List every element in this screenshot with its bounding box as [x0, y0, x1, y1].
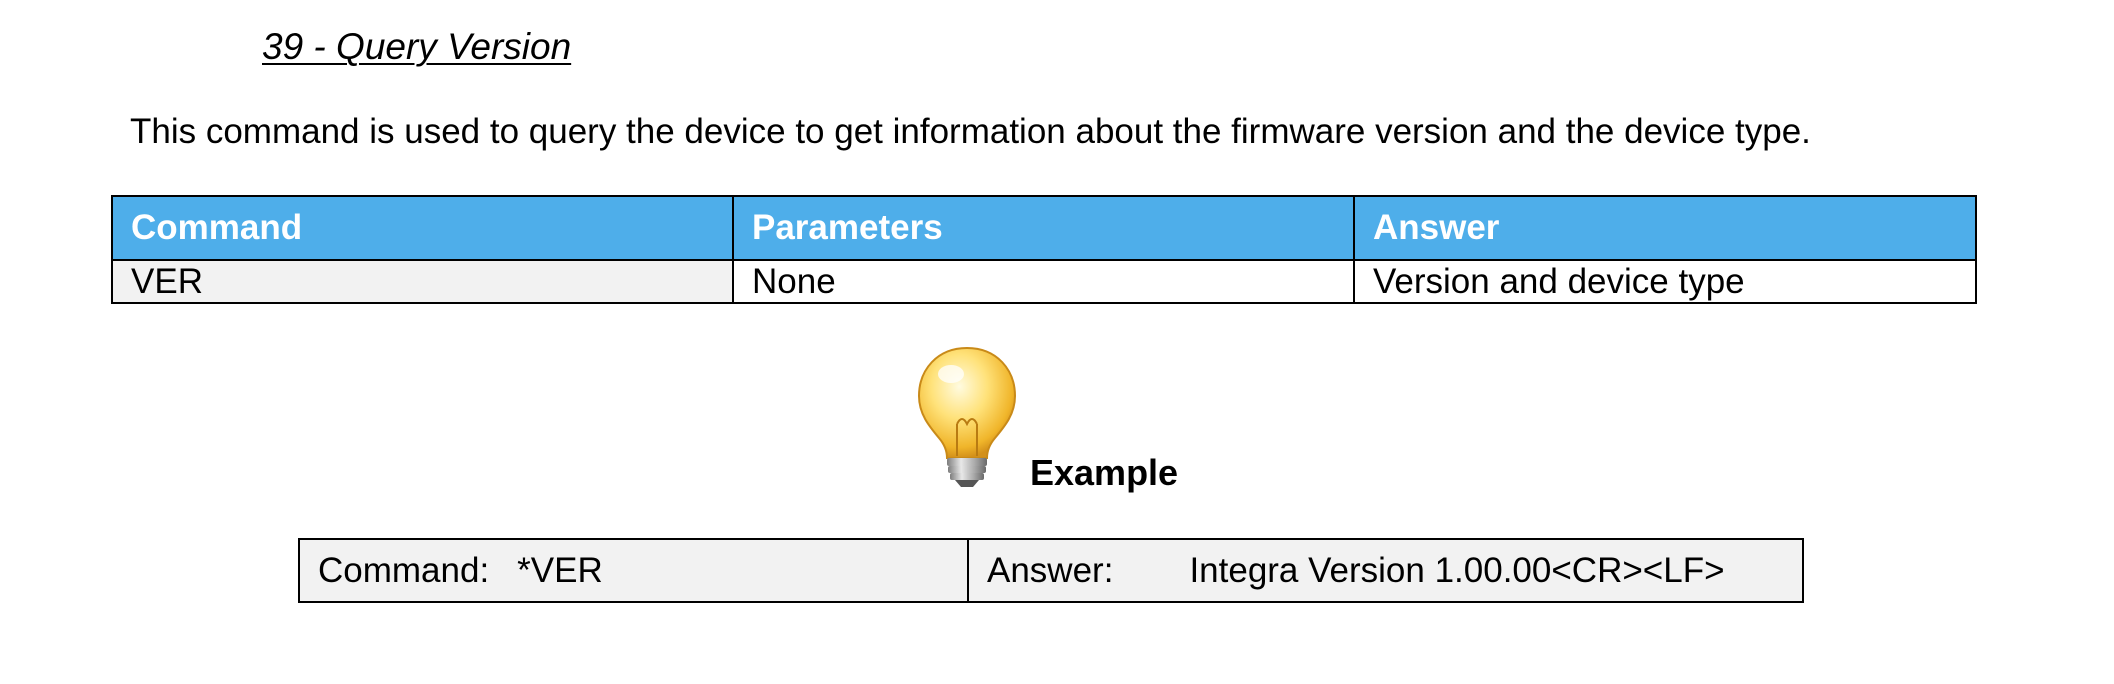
- command-table: Command Parameters Answer VER None Versi…: [111, 195, 1977, 304]
- example-answer-value: Integra Version 1.00.00<CR><LF>: [1189, 550, 1725, 590]
- cell-answer: Version and device type: [1353, 259, 1977, 304]
- example-answer-key: Answer:: [987, 550, 1114, 590]
- example-label: Example: [1030, 452, 1179, 493]
- example-command-value: *VER: [517, 550, 603, 590]
- cell-command: VER: [111, 259, 734, 304]
- example-command-cell: Command: *VER: [300, 540, 969, 601]
- cell-parameters: None: [732, 259, 1355, 304]
- example-answer-cell: Answer: Integra Version 1.00.00<CR><LF>: [969, 540, 1802, 601]
- example-box: Command: *VER Answer: Integra Version 1.…: [298, 538, 1804, 603]
- example-command-key: Command:: [318, 550, 490, 590]
- lightbulb-icon: [917, 346, 1017, 487]
- header-answer: Answer: [1353, 195, 1977, 261]
- intro-paragraph: This command is used to query the device…: [130, 112, 1811, 151]
- table-row: VER None Version and device type: [111, 259, 1977, 304]
- header-command: Command: [111, 195, 734, 261]
- section-title: 39 - Query Version: [262, 26, 572, 67]
- header-parameters: Parameters: [732, 195, 1355, 261]
- table-header-row: Command Parameters Answer: [111, 195, 1977, 261]
